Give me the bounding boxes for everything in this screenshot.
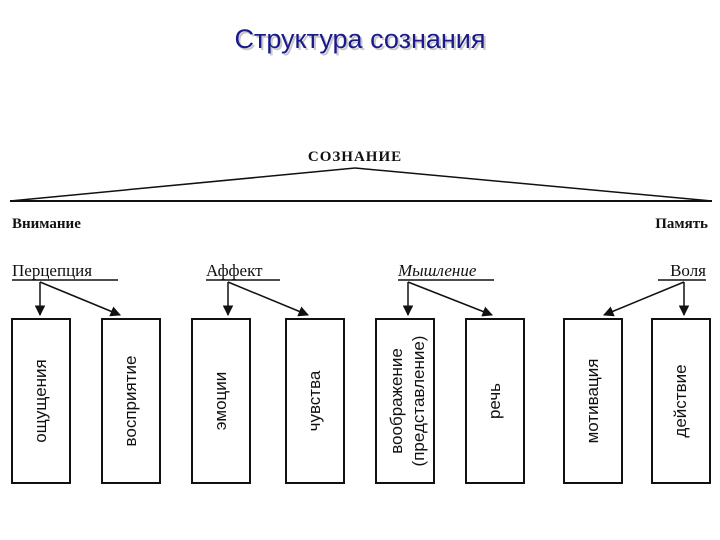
- box-imagination: воображение (представление): [375, 318, 435, 484]
- box-label-motivation: мотивация: [583, 359, 602, 444]
- box-label-emotions: эмоции: [211, 372, 230, 431]
- roof-left-edge: [9, 167, 356, 202]
- arrow-perception-to-perceiving: [39, 281, 121, 317]
- box-sensations: ощущения: [11, 318, 71, 484]
- arrow-will-to-motivation: [603, 281, 685, 317]
- box-label-representation: (представление): [409, 336, 428, 467]
- page-title: Структура сознания: [234, 24, 486, 54]
- root-label: СОЗНАНИЕ: [308, 149, 402, 165]
- page-title-shadow: Структура сознания: [236, 26, 488, 56]
- arrow-thinking-to-speech: [407, 281, 493, 317]
- box-label-action: действие: [671, 364, 690, 437]
- box-label-sensations: ощущения: [31, 359, 50, 442]
- box-label-speech: речь: [485, 383, 504, 419]
- group-label-will: Воля: [670, 261, 706, 280]
- right-edge-label: Память: [655, 216, 708, 232]
- left-edge-label: Внимание: [12, 216, 81, 232]
- box-label-feelings: чувства: [305, 370, 324, 431]
- group-label-affect: Аффект: [206, 261, 263, 280]
- box-motivation: мотивация: [563, 318, 623, 484]
- group-label-perception: Перцепция: [12, 261, 92, 280]
- arrow-affect-to-feelings: [227, 281, 309, 317]
- box-label-imagination: воображение: [387, 348, 406, 454]
- roof-right-edge: [354, 167, 713, 202]
- group-label-thinking: Мышление: [397, 261, 477, 280]
- box-emotions: эмоции: [191, 318, 251, 484]
- box-perceiving: восприятие: [101, 318, 161, 484]
- box-speech: речь: [465, 318, 525, 484]
- box-action: действие: [651, 318, 711, 484]
- box-label-perceiving: восприятие: [121, 356, 140, 447]
- box-feelings: чувства: [285, 318, 345, 484]
